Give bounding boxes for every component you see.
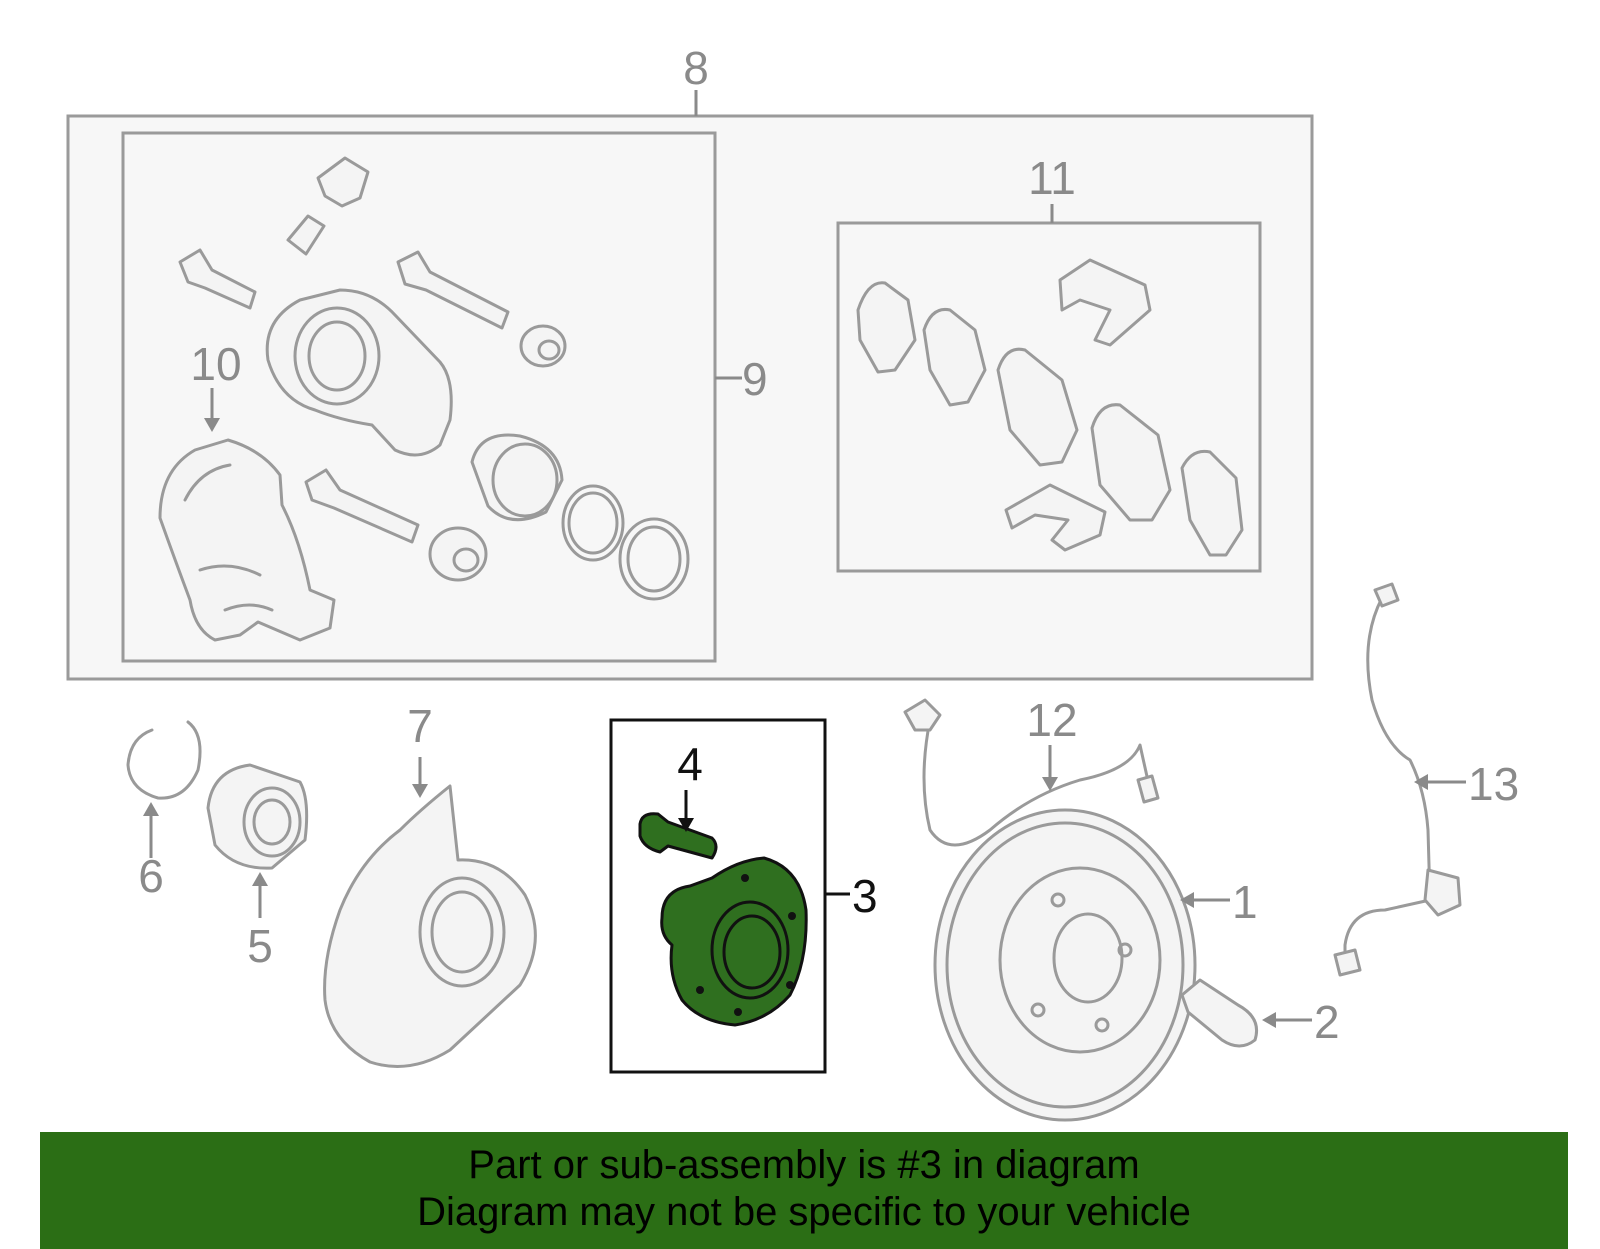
rotor-screw-part <box>1180 978 1259 1048</box>
abs-sensor-part <box>1343 596 1432 967</box>
snap-ring-group: 6 <box>126 720 202 902</box>
shim-outer <box>856 281 917 374</box>
callout-11: 11 <box>1028 152 1076 204</box>
caliper-bracket-part <box>158 438 336 642</box>
callout-6: 6 <box>138 850 164 902</box>
callout-5: 5 <box>247 920 273 972</box>
bearing-group: 5 <box>206 763 309 972</box>
pad-inner <box>996 347 1079 467</box>
dust-shield-group: 7 <box>323 700 537 1068</box>
clip-lower <box>1004 483 1107 552</box>
brake-rotor-group: 1 <box>933 808 1258 1122</box>
callout-13: 13 <box>1468 758 1519 810</box>
dust-boot <box>618 517 690 601</box>
clip-upper <box>1058 258 1152 347</box>
pad-outer <box>1090 403 1172 522</box>
piston-part <box>470 433 564 522</box>
seal-ring <box>561 484 625 562</box>
callout-10: 10 <box>190 338 241 390</box>
hub-group: 4 3 <box>609 718 878 1074</box>
bleeder-part <box>286 214 326 256</box>
shim-inner <box>922 307 987 407</box>
callout-1: 1 <box>1232 876 1258 928</box>
bolt-upper-left <box>178 248 257 310</box>
callout-7: 7 <box>407 700 433 752</box>
wheel-hub-part <box>660 856 808 1027</box>
callout-2: 2 <box>1314 996 1340 1048</box>
brake-pads <box>856 258 1244 557</box>
callout-3: 3 <box>852 870 878 922</box>
bolt-upper-right <box>396 250 510 330</box>
snap-ring-part <box>126 720 202 800</box>
caliper-parts: 10 <box>158 156 690 642</box>
callout-4: 4 <box>677 738 703 790</box>
banner-line-1: Part or sub-assembly is #3 in diagram <box>468 1143 1140 1187</box>
abs-sensor-group: 13 <box>1333 582 1519 977</box>
brake-hose-part <box>922 718 1152 847</box>
brake-rotor-part <box>933 808 1197 1122</box>
dust-shield-part <box>323 784 537 1068</box>
bushing-upper <box>519 324 567 368</box>
info-banner: Part or sub-assembly is #3 in diagram Di… <box>40 1132 1568 1249</box>
callout-12: 12 <box>1026 694 1077 746</box>
brake-hose-group: 12 <box>903 694 1160 847</box>
banner-line-2: Diagram may not be specific to your vehi… <box>417 1190 1191 1234</box>
screw-group: 2 <box>1180 978 1340 1048</box>
shim-outer-2 <box>1180 449 1244 557</box>
bushing-lower <box>428 526 488 582</box>
bolt-lower <box>304 468 420 544</box>
wheel-stud-part <box>638 812 718 860</box>
callout-9: 9 <box>742 353 768 405</box>
callout-8: 8 <box>683 42 709 94</box>
clip-part <box>316 156 370 208</box>
